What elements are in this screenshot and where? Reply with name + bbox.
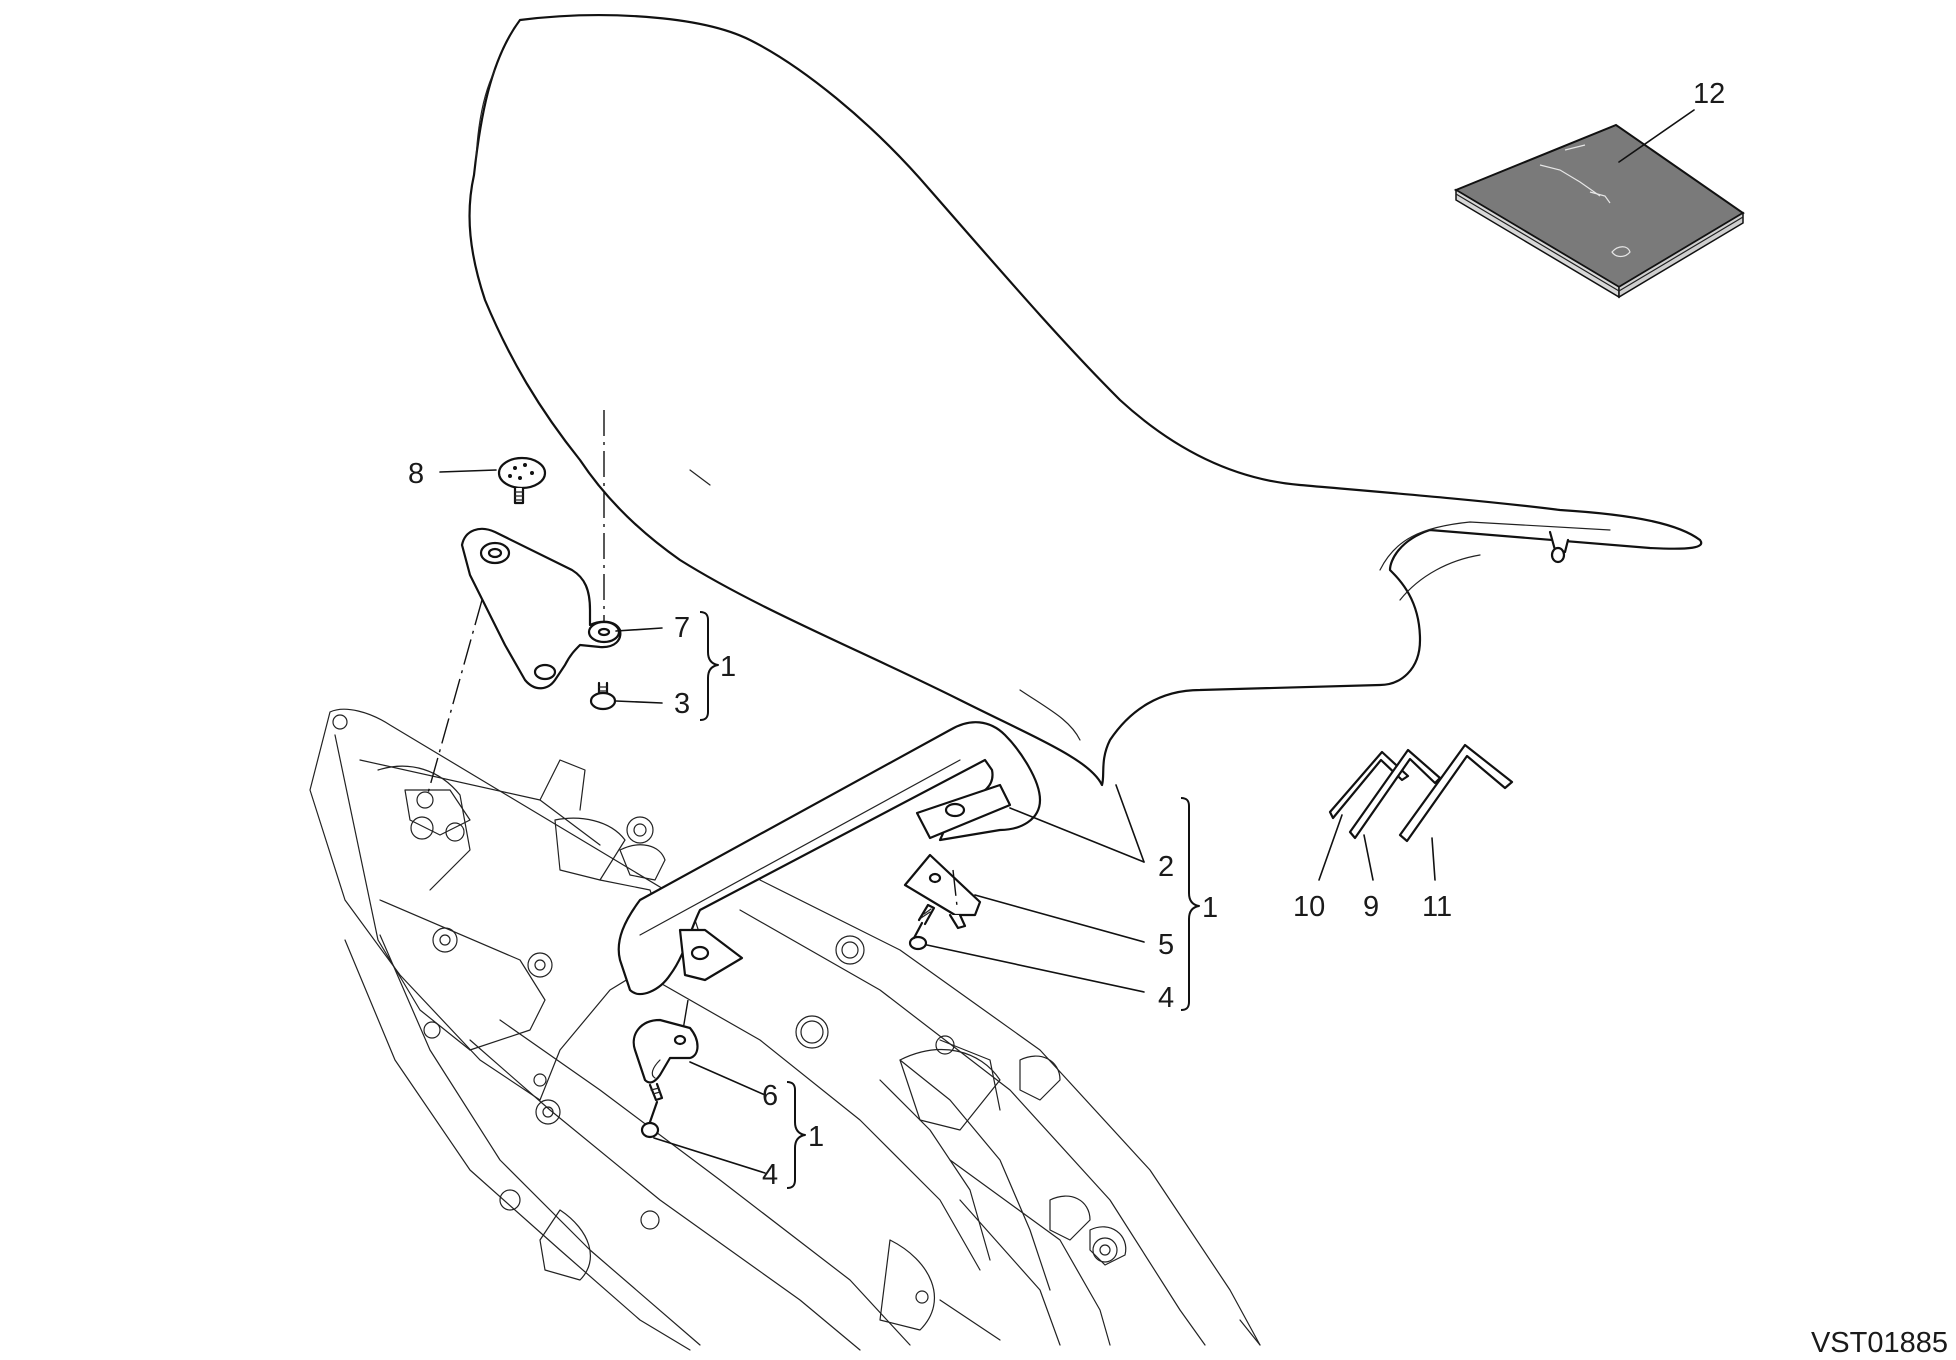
bracket-5 — [903, 853, 982, 930]
callout-4-right: 4 — [1158, 982, 1174, 1014]
fastener-4b-icon — [640, 1082, 664, 1139]
bracket-6 — [632, 1018, 699, 1084]
drawing-code: VST01885 — [1811, 1327, 1948, 1359]
allen-key-10-icon — [1328, 750, 1410, 820]
owner-manual — [1453, 123, 1745, 299]
allen-key-11-icon — [1398, 743, 1514, 843]
callout-1-rear-bracket: 1 — [808, 1121, 824, 1153]
allen-key-9-icon — [1348, 748, 1442, 840]
leader-lines — [439, 109, 1695, 1174]
group-braces — [699, 611, 1200, 1189]
callout-11: 11 — [1422, 891, 1452, 923]
fastener-8-icon — [497, 456, 547, 505]
passenger-grab-handle — [617, 721, 1042, 996]
fastener-3-icon — [589, 681, 617, 711]
callout-1-handle: 1 — [1202, 892, 1218, 924]
seat-bracket-front — [460, 527, 622, 690]
callout-7: 7 — [674, 612, 690, 644]
callout-5: 5 — [1158, 929, 1174, 961]
alignment-lines — [427, 410, 958, 1031]
callout-9: 9 — [1363, 891, 1379, 923]
callout-1-front-bracket: 1 — [720, 651, 736, 683]
callout-3: 3 — [674, 688, 690, 720]
callout-6: 6 — [762, 1080, 778, 1112]
callout-10: 10 — [1293, 891, 1325, 923]
callout-12: 12 — [1693, 78, 1725, 110]
callout-2: 2 — [1158, 851, 1174, 883]
callout-8: 8 — [408, 458, 424, 490]
subframe-drawing — [309, 708, 1261, 1351]
fastener-4a-icon — [908, 903, 936, 951]
callout-4-left: 4 — [762, 1159, 778, 1191]
seat — [468, 14, 1703, 787]
